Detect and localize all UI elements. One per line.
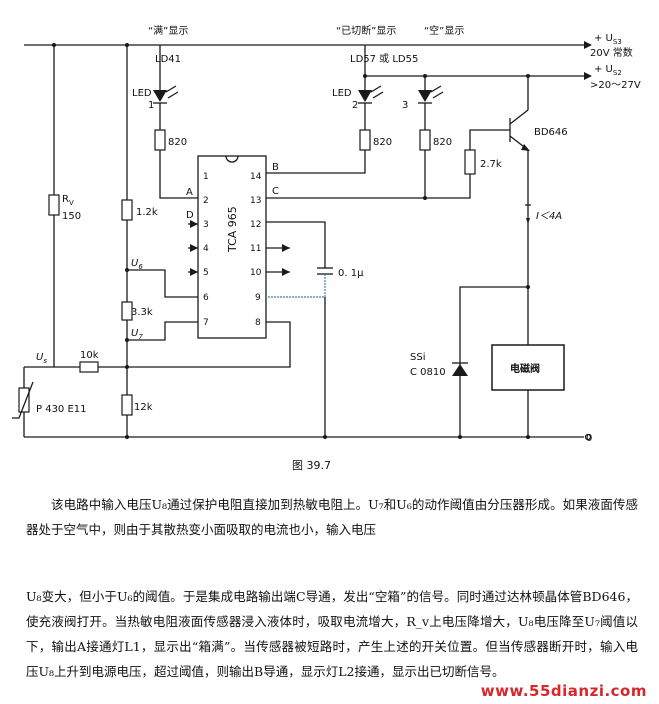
label-820-1: 820 [168,137,187,148]
wire-highlight [266,274,326,298]
wire [127,269,198,298]
label-bd646: BD646 [534,127,568,138]
resistor-820-3 [419,129,431,151]
resistor-rv [48,194,60,216]
label-us2: + US2 [594,64,622,77]
label-p430: P 430 E11 [36,404,87,415]
label-10k: 10k [80,350,99,361]
resistor-1-2k [121,199,133,221]
pin-number: 5 [203,268,209,278]
wire [127,321,291,368]
label-led2: LED [332,88,352,99]
label-ld41: LD41 [155,54,181,65]
solenoid-valve [491,344,565,391]
pin-number: 2 [203,196,209,206]
label-3-3k: 3.3k [131,307,153,318]
pin-number: 6 [203,293,209,303]
label-1-2k: 1.2k [136,207,158,218]
resistor-820-2 [359,129,371,151]
label-valve: 电磁阀 [510,362,540,375]
figure-caption: 图 39.7 [292,459,331,472]
label-ld57: LD57 或 LD55 [350,53,418,65]
label-rv: RV [62,194,74,207]
label-led1: LED [132,88,152,99]
ic-tca965 [197,155,267,339]
label-full-display: “满”显示 [148,25,188,37]
label-us3: + US3 [594,33,622,46]
pin-number: 11 [250,244,261,254]
label-cut-display: “已切断”显示 [336,24,396,37]
arrow-icon [584,72,592,80]
pin-number: 9 [255,293,261,303]
paragraph-2: U₈变大，但小于U₆的阈值。于是集成电路输出端C导通，发出“空箱”的信号。同时通… [26,589,638,679]
pin-label-a: A [186,187,193,198]
resistor-10k [79,361,99,373]
label-us3-desc: 20V 常数 [590,46,633,59]
label-c0810: C 0810 [410,367,446,378]
wire [159,150,198,199]
pin-label-d: D [186,210,194,221]
wire [459,286,528,437]
wire [266,150,366,174]
arrow-icon [584,41,592,49]
pin-label-b: B [272,162,279,173]
label-820-3: 820 [433,137,452,148]
label-us: Us [36,352,47,365]
label-us2-desc: >20～27V [590,80,641,91]
pin-number: 7 [203,318,209,328]
watermark: www.55dianzi.com [480,682,647,700]
label-ground: 0 [586,433,592,444]
resistor-820-1 [154,129,166,151]
pin-number: 13 [250,196,261,206]
diode-ssi [452,364,468,376]
pin-label-c: C [272,186,279,197]
pin-number: 4 [203,244,209,254]
pin-number: 14 [250,172,262,182]
label-rv-val: 150 [62,211,81,222]
label-2-7k: 2.7k [480,159,502,170]
thermistor-p430 [18,387,30,413]
wire [127,321,198,341]
pin-number: 1 [203,172,209,182]
label-12k: 12k [134,402,153,413]
label-led2-num: 2 [352,100,358,111]
resistor-3-3k [121,301,133,321]
resistor-12k [121,394,133,416]
label-empty-display: “空”显示 [424,24,464,37]
led2-icon [358,90,372,102]
resistor-2-7k [464,149,476,175]
label-current: I＜4A [536,211,562,222]
ic-label: TCA 965 [226,206,239,253]
pin-number: 8 [255,318,261,328]
pin-number: 3 [203,220,209,230]
wire [266,221,326,268]
label-820-2: 820 [373,137,392,148]
led3-icon [418,90,432,102]
label-ssi: SSi [410,352,425,363]
wire [266,150,426,199]
led1-icon [153,90,167,102]
pin-number: 10 [250,268,262,278]
label-u7: U7 [131,328,143,341]
label-cap: 0. 1μ [338,268,364,279]
pin-number: 12 [250,220,261,230]
label-led1-num: 1 [148,100,154,111]
label-u6: U6 [131,258,143,271]
circuit-schematic: “满”显示 “已切断”显示 “空”显示 + US3 20V 常数 + US2 >… [12,24,641,444]
paragraph-1: 该电路中输入电压U₈通过保护电阻直接加到热敏电阻上。U₇和U₆的动作阈值由分压器… [26,497,638,537]
label-led3-num: 3 [402,100,408,111]
wire [12,381,34,419]
